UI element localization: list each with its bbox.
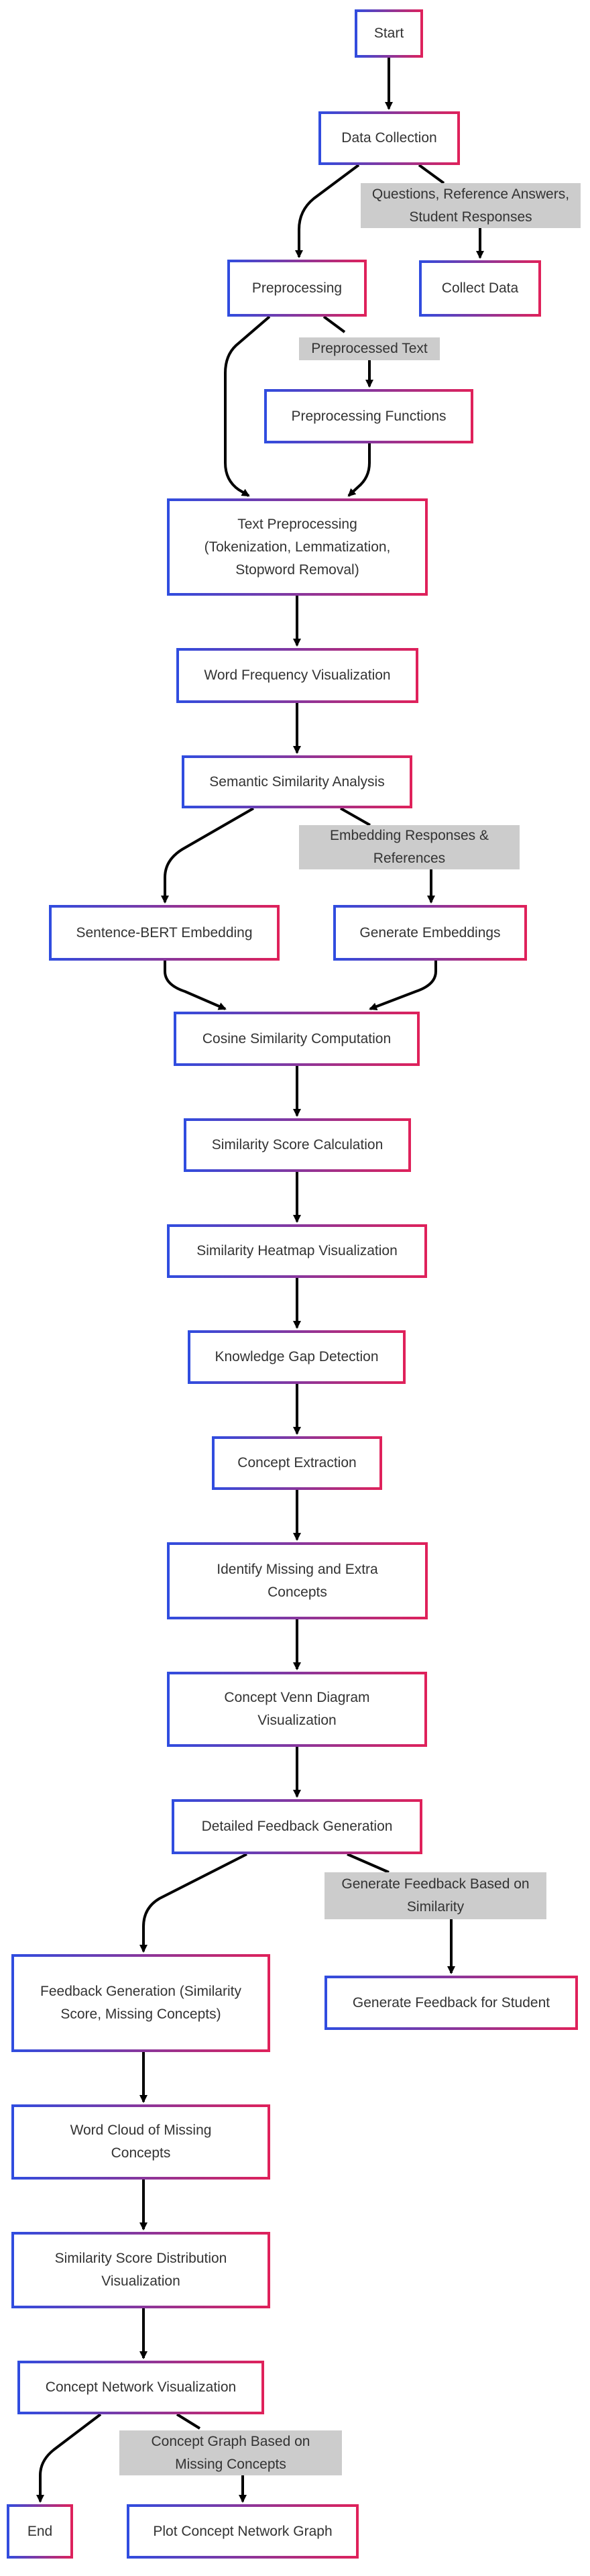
edge-semantic-to-sentence-bert [161,807,254,904]
concept-network-visualization-node: Concept Network Visualization [17,2361,264,2414]
plot-concept-network-graph-node: Plot Concept Network Graph [127,2504,359,2559]
data-collection-node: Data Collection [318,111,460,165]
generate-embeddings-node: Generate Embeddings [333,905,527,961]
end-node: End [7,2504,73,2559]
concept-extraction-node: Concept Extraction [212,1436,382,1490]
semantic-similarity-analysis-node: Semantic Similarity Analysis [182,755,412,808]
similarity-score-distribution-visualization-node: Similarity Score Distribution Visualizat… [11,2232,270,2308]
text-preprocessing-node: Text Preprocessing (Tokenization, Lemmat… [167,498,428,596]
edge-label-concept-graph-missing-concepts: Concept Graph Based on Missing Concepts [119,2430,342,2475]
edge-concept-network-to-end [36,2413,102,2503]
detailed-feedback-generation-node: Detailed Feedback Generation [172,1799,422,1854]
edge-label-questions-reference-answers: Questions, Reference Answers, Student Re… [361,183,581,228]
concept-venn-diagram-visualization-node: Concept Venn Diagram Visualization [167,1672,427,1747]
word-frequency-visualization-node: Word Frequency Visualization [176,648,418,703]
similarity-score-calculation-node: Similarity Score Calculation [184,1118,411,1172]
knowledge-gap-detection-node: Knowledge Gap Detection [188,1330,406,1384]
identify-missing-extra-concepts-node: Identify Missing and Extra Concepts [167,1542,428,1619]
similarity-heatmap-visualization-node: Similarity Heatmap Visualization [167,1224,427,1278]
edge-preprocessing-to-text-preprocessing [224,315,271,497]
edge-concept-network-to-label-graph [176,2413,201,2430]
edge-preprocessing-to-label-preprocessed [322,315,346,333]
edge-generate-embeddings-to-cosine [369,961,437,1011]
generate-feedback-for-student-node: Generate Feedback for Student [324,1976,578,2030]
preprocessing-functions-node: Preprocessing Functions [264,389,473,443]
edge-label-embedding-responses-references: Embedding Responses & References [299,825,520,869]
collect-data-node: Collect Data [419,260,541,317]
edge-sentence-bert-to-cosine [164,961,227,1010]
edge-detailed-feedback-to-label-generate [347,1853,390,1874]
sentence-bert-embedding-node: Sentence-BERT Embedding [49,905,280,961]
edge-label-preprocessed-text: Preprocessed Text [299,337,440,360]
word-cloud-missing-concepts-node: Word Cloud of Missing Concepts [11,2104,270,2180]
preprocessing-node: Preprocessing [227,260,367,317]
edge-semantic-to-label-embedding [340,807,371,826]
edge-functions-to-text-preprocessing [347,443,371,497]
cosine-similarity-computation-node: Cosine Similarity Computation [174,1012,420,1066]
start-node: Start [355,9,423,58]
edge-label-generate-feedback-based-on-similarity: Generate Feedback Based on Similarity [324,1872,546,1919]
edge-data-collection-to-preprocessing [295,164,360,258]
edge-detailed-feedback-to-feedback-generation [139,1853,247,1953]
feedback-generation-node: Feedback Generation (Similarity Score, M… [11,1954,270,2052]
edge-data-collection-to-label-questions [418,164,445,184]
